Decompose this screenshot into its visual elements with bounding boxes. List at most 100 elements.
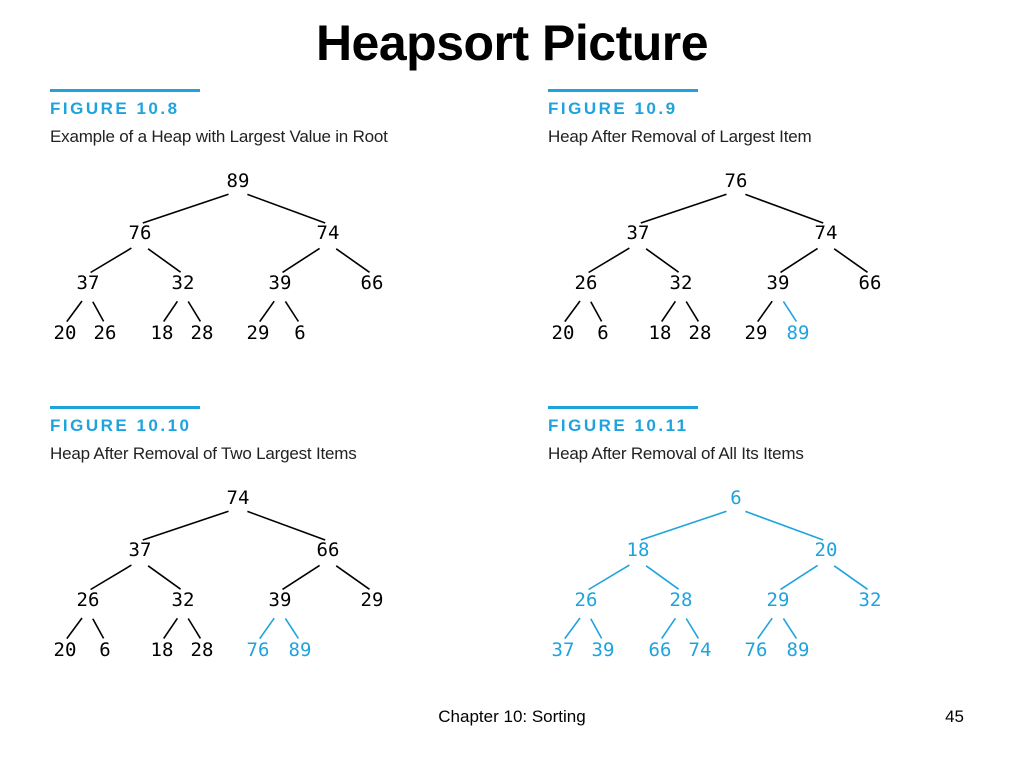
tree-node-value: 76 xyxy=(247,639,270,661)
tree-node-value: 76 xyxy=(129,222,152,244)
tree-edge xyxy=(640,193,727,224)
figure-label: FIGURE 10.9 xyxy=(548,99,678,118)
tree-node-value: 37 xyxy=(552,639,575,661)
tree-node-value: 74 xyxy=(317,222,340,244)
tree-node-value: 20 xyxy=(552,322,575,344)
tree-edge xyxy=(163,617,179,639)
tree-node-value: 32 xyxy=(670,272,693,294)
tree-node-value: 26 xyxy=(575,589,598,611)
tree-node-value: 20 xyxy=(815,539,838,561)
tree-node-value: 29 xyxy=(247,322,270,344)
tree-edge xyxy=(745,193,824,224)
tree-edge xyxy=(92,618,105,639)
tree-node-value: 76 xyxy=(725,170,748,192)
tree-node-value: 20 xyxy=(54,322,77,344)
tree-node-value: 89 xyxy=(787,322,810,344)
tree-edge xyxy=(564,300,581,323)
tree-edge xyxy=(564,617,581,640)
tree-node-value: 39 xyxy=(269,589,292,611)
tree-node-value: 32 xyxy=(859,589,882,611)
figure-label: FIGURE 10.10 xyxy=(50,416,192,435)
tree-edge xyxy=(187,301,202,322)
tree-edge xyxy=(66,300,83,323)
tree-edge xyxy=(782,300,798,322)
tree-node-value: 76 xyxy=(745,639,768,661)
tree-node-value: 26 xyxy=(575,272,598,294)
tree-node-value: 74 xyxy=(227,487,250,509)
tree-node-value: 74 xyxy=(815,222,838,244)
slide-title: Heapsort Picture xyxy=(315,15,709,71)
tree-edge xyxy=(833,248,868,273)
tree-node-value: 28 xyxy=(191,322,214,344)
tree-node-value: 39 xyxy=(767,272,790,294)
tree-edge xyxy=(90,564,132,591)
tree-edge xyxy=(782,617,798,639)
tree-edge xyxy=(147,248,182,273)
tree-edge xyxy=(685,618,700,639)
tree-node-value: 39 xyxy=(592,639,615,661)
tree-node-value: 66 xyxy=(361,272,384,294)
tree-node-value: 6 xyxy=(294,322,305,344)
tree-node-value: 18 xyxy=(151,322,174,344)
tree-edge xyxy=(757,300,773,323)
tree-node-value: 66 xyxy=(317,539,340,561)
tree-node-value: 29 xyxy=(767,589,790,611)
tree-node-value: 37 xyxy=(129,539,152,561)
tree-node-value: 66 xyxy=(859,272,882,294)
tree-node-value: 6 xyxy=(99,639,110,661)
figure-rule xyxy=(548,406,698,409)
tree-node-value: 32 xyxy=(172,589,195,611)
tree-node-value: 29 xyxy=(361,589,384,611)
tree-edge xyxy=(661,617,677,639)
tree-edge xyxy=(284,300,300,322)
slide-page-number: 45 xyxy=(945,707,964,726)
tree-node-value: 29 xyxy=(745,322,768,344)
figure-label: FIGURE 10.8 xyxy=(50,99,180,118)
tree-node-value: 39 xyxy=(269,272,292,294)
tree-edge xyxy=(661,300,677,322)
tree-edge xyxy=(282,564,321,591)
tree-edge xyxy=(588,247,630,274)
tree-node-value: 18 xyxy=(649,322,672,344)
tree-node-value: 28 xyxy=(191,639,214,661)
tree-edge xyxy=(142,193,229,224)
tree-edge xyxy=(685,301,700,322)
tree-node-value: 89 xyxy=(787,639,810,661)
tree-node-value: 6 xyxy=(597,322,608,344)
tree-node-value: 26 xyxy=(77,589,100,611)
figure-rule xyxy=(50,89,200,92)
tree-edge xyxy=(780,247,819,274)
tree-edge xyxy=(590,618,603,639)
tree-edge xyxy=(90,247,132,274)
figure-caption: Heap After Removal of Two Largest Items xyxy=(50,444,357,463)
tree-edge xyxy=(833,565,868,590)
tree-node-value: 6 xyxy=(730,487,741,509)
tree-node-value: 28 xyxy=(670,589,693,611)
tree-edge xyxy=(590,301,603,322)
figure-rule xyxy=(548,89,698,92)
tree-edge xyxy=(780,564,819,591)
tree-node-value: 74 xyxy=(689,639,712,661)
tree-edge xyxy=(259,300,275,323)
tree-edge xyxy=(335,565,370,590)
figure-caption: Example of a Heap with Largest Value in … xyxy=(50,127,388,146)
slide-footer-chapter: Chapter 10: Sorting xyxy=(438,707,586,726)
tree-edge xyxy=(92,301,105,322)
tree-edge xyxy=(588,564,630,591)
tree-node-value: 18 xyxy=(627,539,650,561)
tree-node-value: 32 xyxy=(172,272,195,294)
figure-caption: Heap After Removal of Largest Item xyxy=(548,127,812,146)
tree-node-value: 89 xyxy=(289,639,312,661)
tree-node-value: 37 xyxy=(77,272,100,294)
tree-node-value: 26 xyxy=(94,322,117,344)
tree-edge xyxy=(640,510,727,541)
tree-edge xyxy=(282,247,321,274)
tree-edge xyxy=(247,193,326,224)
tree-node-value: 28 xyxy=(689,322,712,344)
tree-edge xyxy=(745,510,824,541)
tree-node-value: 20 xyxy=(54,639,77,661)
tree-edge xyxy=(247,510,326,541)
